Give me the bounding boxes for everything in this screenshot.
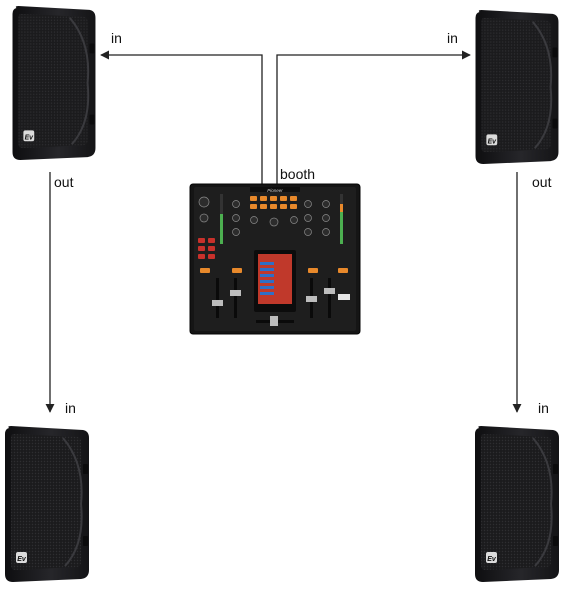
mixer-knobs xyxy=(198,196,330,236)
label-in-bottom-right: in xyxy=(538,400,549,416)
mixer-channel-faders xyxy=(212,278,335,318)
label-in-top-left: in xyxy=(111,30,122,46)
speaker-bottom-left xyxy=(3,424,91,584)
label-out-left: out xyxy=(54,174,74,190)
mixer-cue-buttons xyxy=(200,268,348,273)
mixer-effect-pads xyxy=(250,196,297,209)
mixer-brand-label: Pioneer xyxy=(267,188,283,193)
cable-booth-to-top-left-speaker xyxy=(100,50,263,185)
label-in-bottom-left: in xyxy=(65,400,76,416)
label-booth: booth xyxy=(280,166,315,182)
label-out-right: out xyxy=(532,174,552,190)
label-in-top-right: in xyxy=(447,30,458,46)
speaker-top-right xyxy=(474,8,560,166)
cable-lines xyxy=(45,50,522,413)
dj-mixer: Pioneer xyxy=(189,183,361,335)
mixer-red-buttons xyxy=(198,238,215,259)
mixer-level-meters xyxy=(220,194,343,244)
cable-booth-to-top-right-speaker xyxy=(276,50,471,185)
speaker-top-left xyxy=(11,4,97,162)
speaker-bottom-right xyxy=(473,424,561,584)
